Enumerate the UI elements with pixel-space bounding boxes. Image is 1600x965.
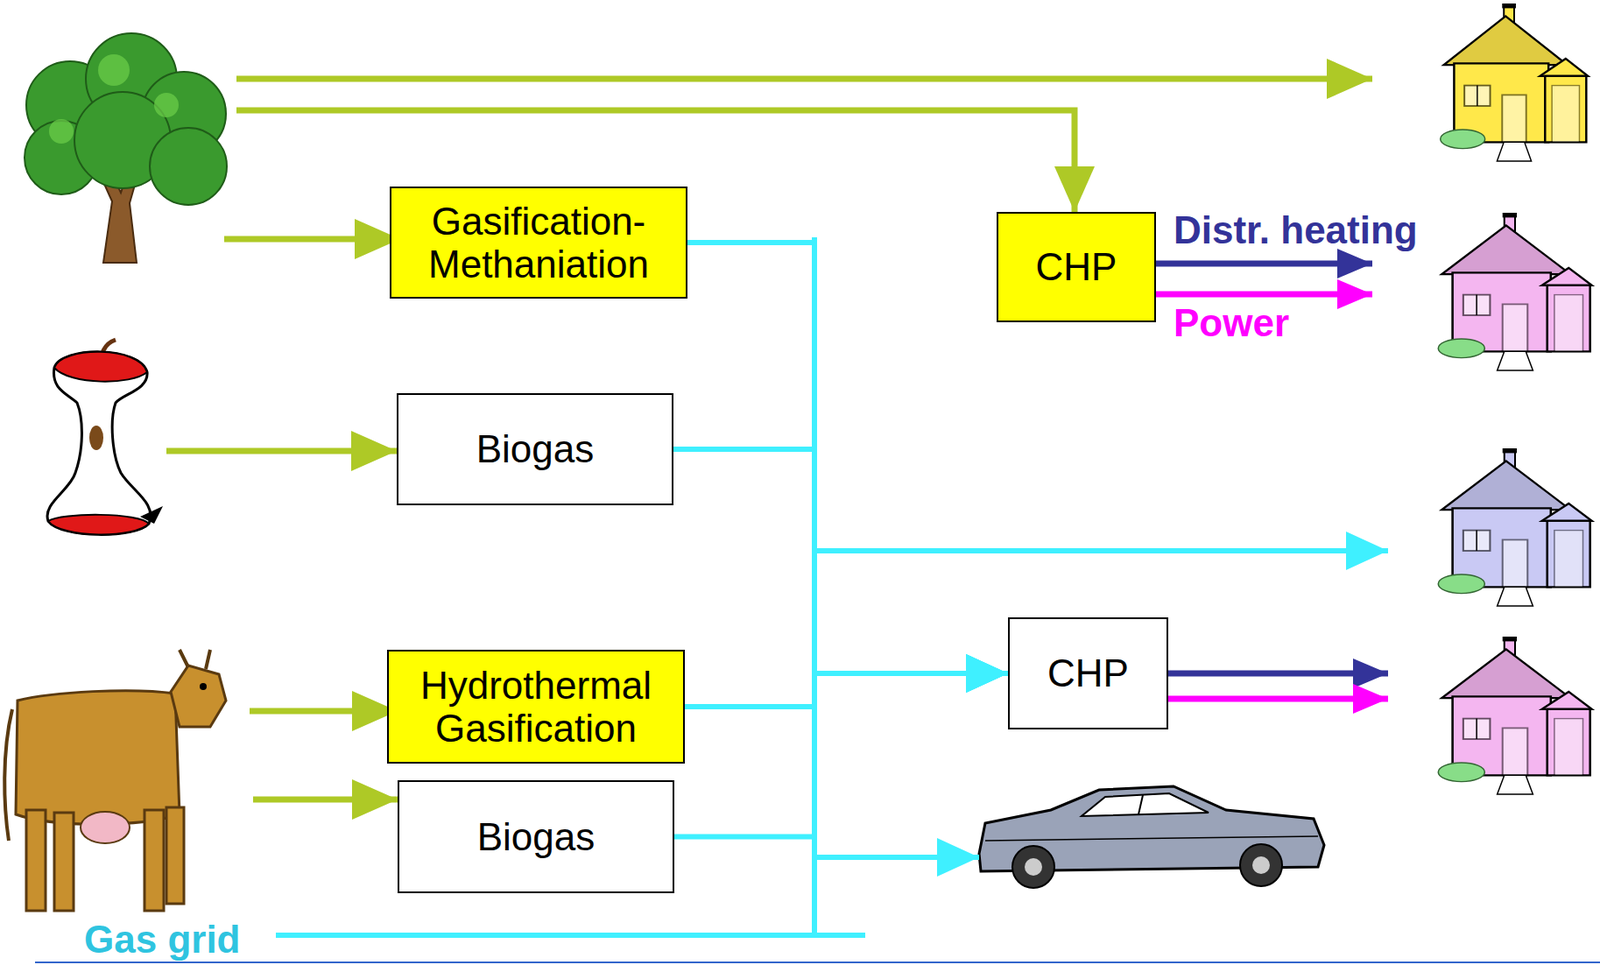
connector-layer	[673, 242, 1008, 838]
process-box: Gasification- Methaniation	[389, 186, 688, 299]
chp-output-arrows	[1155, 263, 1389, 699]
process-box: Biogas	[396, 393, 674, 506]
box-text: Biogas	[477, 815, 596, 859]
apple-core-picture	[47, 339, 163, 535]
feedstock-arrows	[166, 78, 1373, 800]
tree-picture	[24, 33, 227, 263]
output-label: Power	[1173, 303, 1290, 344]
box-text: Gasification- Methaniation	[391, 199, 686, 287]
process-box: CHP	[996, 211, 1156, 323]
process-box: CHP	[1007, 617, 1169, 730]
car-picture	[979, 786, 1325, 889]
output-label: Distr. heating	[1173, 210, 1418, 251]
process-box: Biogas	[397, 780, 675, 894]
box-text: Hydrothermal Gasification	[388, 663, 684, 751]
grid-label: Gas grid	[84, 919, 241, 960]
gas-grid-lines	[275, 237, 1389, 936]
box-text: Biogas	[476, 427, 595, 471]
gas-connector	[673, 449, 1008, 674]
house-pictures	[1437, 3, 1592, 795]
box-text: CHP	[1047, 651, 1129, 695]
process-box: Hydrothermal Gasification	[387, 649, 685, 764]
gas-connector	[684, 673, 1008, 707]
gas-connector	[674, 673, 1008, 838]
footer-rule	[35, 961, 1600, 964]
gas-connector	[687, 242, 1008, 674]
cow-picture	[4, 649, 226, 911]
box-text: CHP	[1036, 245, 1118, 289]
